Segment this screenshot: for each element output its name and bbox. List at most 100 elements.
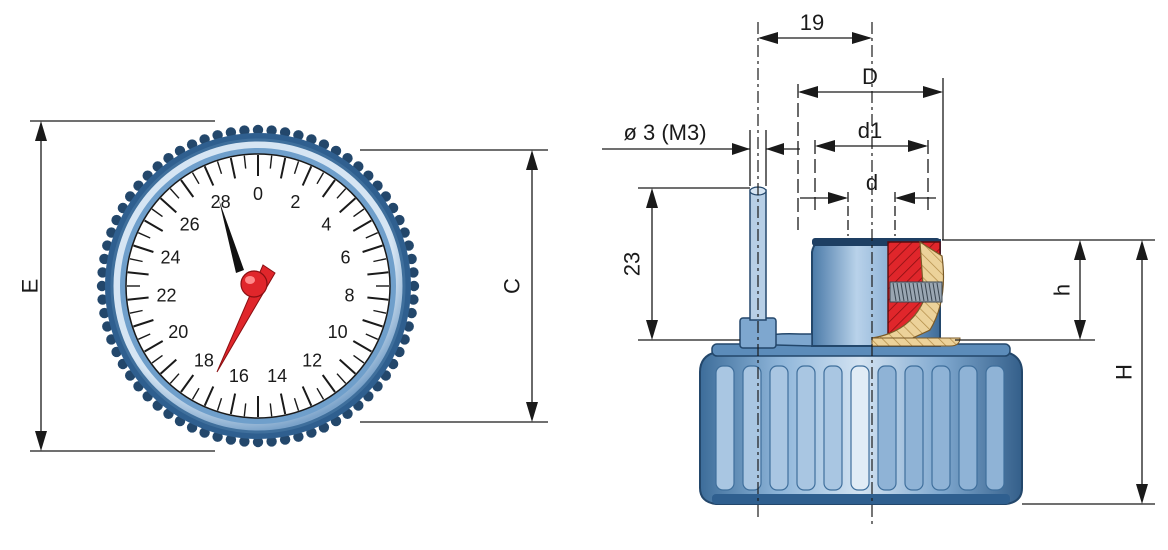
dial-tick [216, 161, 223, 175]
dial-tick [138, 333, 151, 340]
dim-C-arrow-top [526, 150, 538, 170]
knurled-rim [96, 124, 420, 448]
knurl-tooth [96, 280, 108, 292]
dial-tick [365, 333, 378, 340]
screw-thread [892, 282, 941, 302]
dial-tick [293, 397, 300, 411]
dial-number: 4 [321, 214, 331, 234]
dial-tick [133, 244, 154, 253]
dial-tick [336, 373, 347, 384]
knob-flutes [715, 365, 1005, 491]
thread-line [924, 282, 929, 302]
dim-h-label: h [1050, 284, 1075, 296]
pointer-black-hand [219, 200, 244, 273]
dial-number: 26 [180, 214, 200, 234]
knob-flute [904, 365, 924, 491]
dial-number: 0 [253, 184, 263, 204]
dial-number: 24 [160, 248, 180, 268]
dim-h-arrow-bottom [1074, 320, 1086, 340]
dial-tick [180, 179, 195, 198]
dial-tick [279, 157, 287, 179]
dial-tick [138, 232, 151, 239]
dial-tick [373, 258, 387, 263]
dim-d1-arrow-right [908, 140, 928, 152]
dial-tick [321, 374, 336, 393]
dial-tick [353, 354, 365, 364]
dial-tick [352, 340, 372, 353]
dial-number: 16 [229, 366, 249, 386]
dim-19-arrow-left [758, 32, 778, 44]
dial-tick [362, 244, 383, 253]
dial-tick [336, 188, 347, 199]
knurl-tooth [239, 436, 250, 447]
dial-tick [151, 354, 163, 364]
dim-pin-label: ø 3 (M3) [623, 120, 706, 145]
thread-line [932, 282, 937, 302]
thread-line [896, 282, 901, 302]
dim-D-arrow-right [923, 86, 943, 98]
knurl-tooth [252, 124, 264, 136]
dial-tick [169, 188, 180, 199]
thread-line [912, 282, 917, 302]
dial-tick [169, 373, 180, 384]
dim-d-label: d [866, 170, 878, 195]
knob-flute [715, 365, 735, 491]
dial-number: 2 [290, 192, 300, 212]
knob-flute [769, 365, 789, 491]
dial-tick [180, 374, 195, 393]
dial-tick [127, 271, 149, 276]
dim-D-label: D [862, 64, 878, 89]
dial-tick [144, 340, 164, 353]
dim-d-arrow-left [828, 192, 848, 204]
dial-tick [159, 197, 177, 214]
dim-d1-arrow-left [815, 140, 835, 152]
knurl-tooth [252, 436, 264, 448]
insert-base-brass [871, 337, 961, 347]
dial-tick [316, 172, 325, 185]
dim-19-label: 19 [800, 10, 824, 35]
dial-tick [365, 232, 378, 239]
dim-C-label: C [500, 278, 525, 294]
dim-d1-label: d1 [858, 118, 882, 143]
knob-flute [742, 365, 762, 491]
dial-tick [243, 155, 247, 169]
dim-H-arrow-bottom [1136, 484, 1148, 504]
dim-23-arrow-top [646, 188, 658, 208]
dim-d-arrow-right [895, 192, 915, 204]
dial-number: 14 [267, 366, 287, 386]
thread-line [900, 282, 905, 302]
knob-flute [877, 365, 897, 491]
dim-19-arrow-right [852, 32, 872, 44]
dial-tick [191, 172, 200, 185]
dial-tick [216, 397, 223, 411]
dial-number: 28 [211, 192, 231, 212]
thread-line [908, 282, 913, 302]
dim-C-arrow-bottom [526, 402, 538, 422]
knurl-tooth [97, 294, 108, 305]
dial-number: 6 [340, 248, 350, 268]
dim-E-arrow-top [35, 121, 47, 141]
dial-tick [279, 393, 287, 415]
dial-tick [316, 387, 325, 400]
thread-line [936, 282, 941, 302]
dial-tick [353, 208, 365, 218]
knob-flute [850, 365, 870, 491]
dim-D-arrow-left [798, 86, 818, 98]
thread-line [892, 282, 897, 302]
dial-tick [127, 296, 149, 301]
dial-tick [229, 393, 237, 415]
knob-flute [931, 365, 951, 491]
knob-flute [958, 365, 978, 491]
dim-pin-arrow-left [732, 143, 750, 155]
knurl-tooth [97, 267, 108, 278]
thread-line [920, 282, 925, 302]
dial-tick [203, 386, 215, 407]
dial-tick [339, 358, 357, 375]
dim-h-arrow-top [1074, 240, 1086, 260]
dial-number: 20 [168, 322, 188, 342]
dial-tick [339, 197, 357, 214]
knurl-tooth [408, 280, 420, 292]
dial-tick [133, 319, 154, 328]
